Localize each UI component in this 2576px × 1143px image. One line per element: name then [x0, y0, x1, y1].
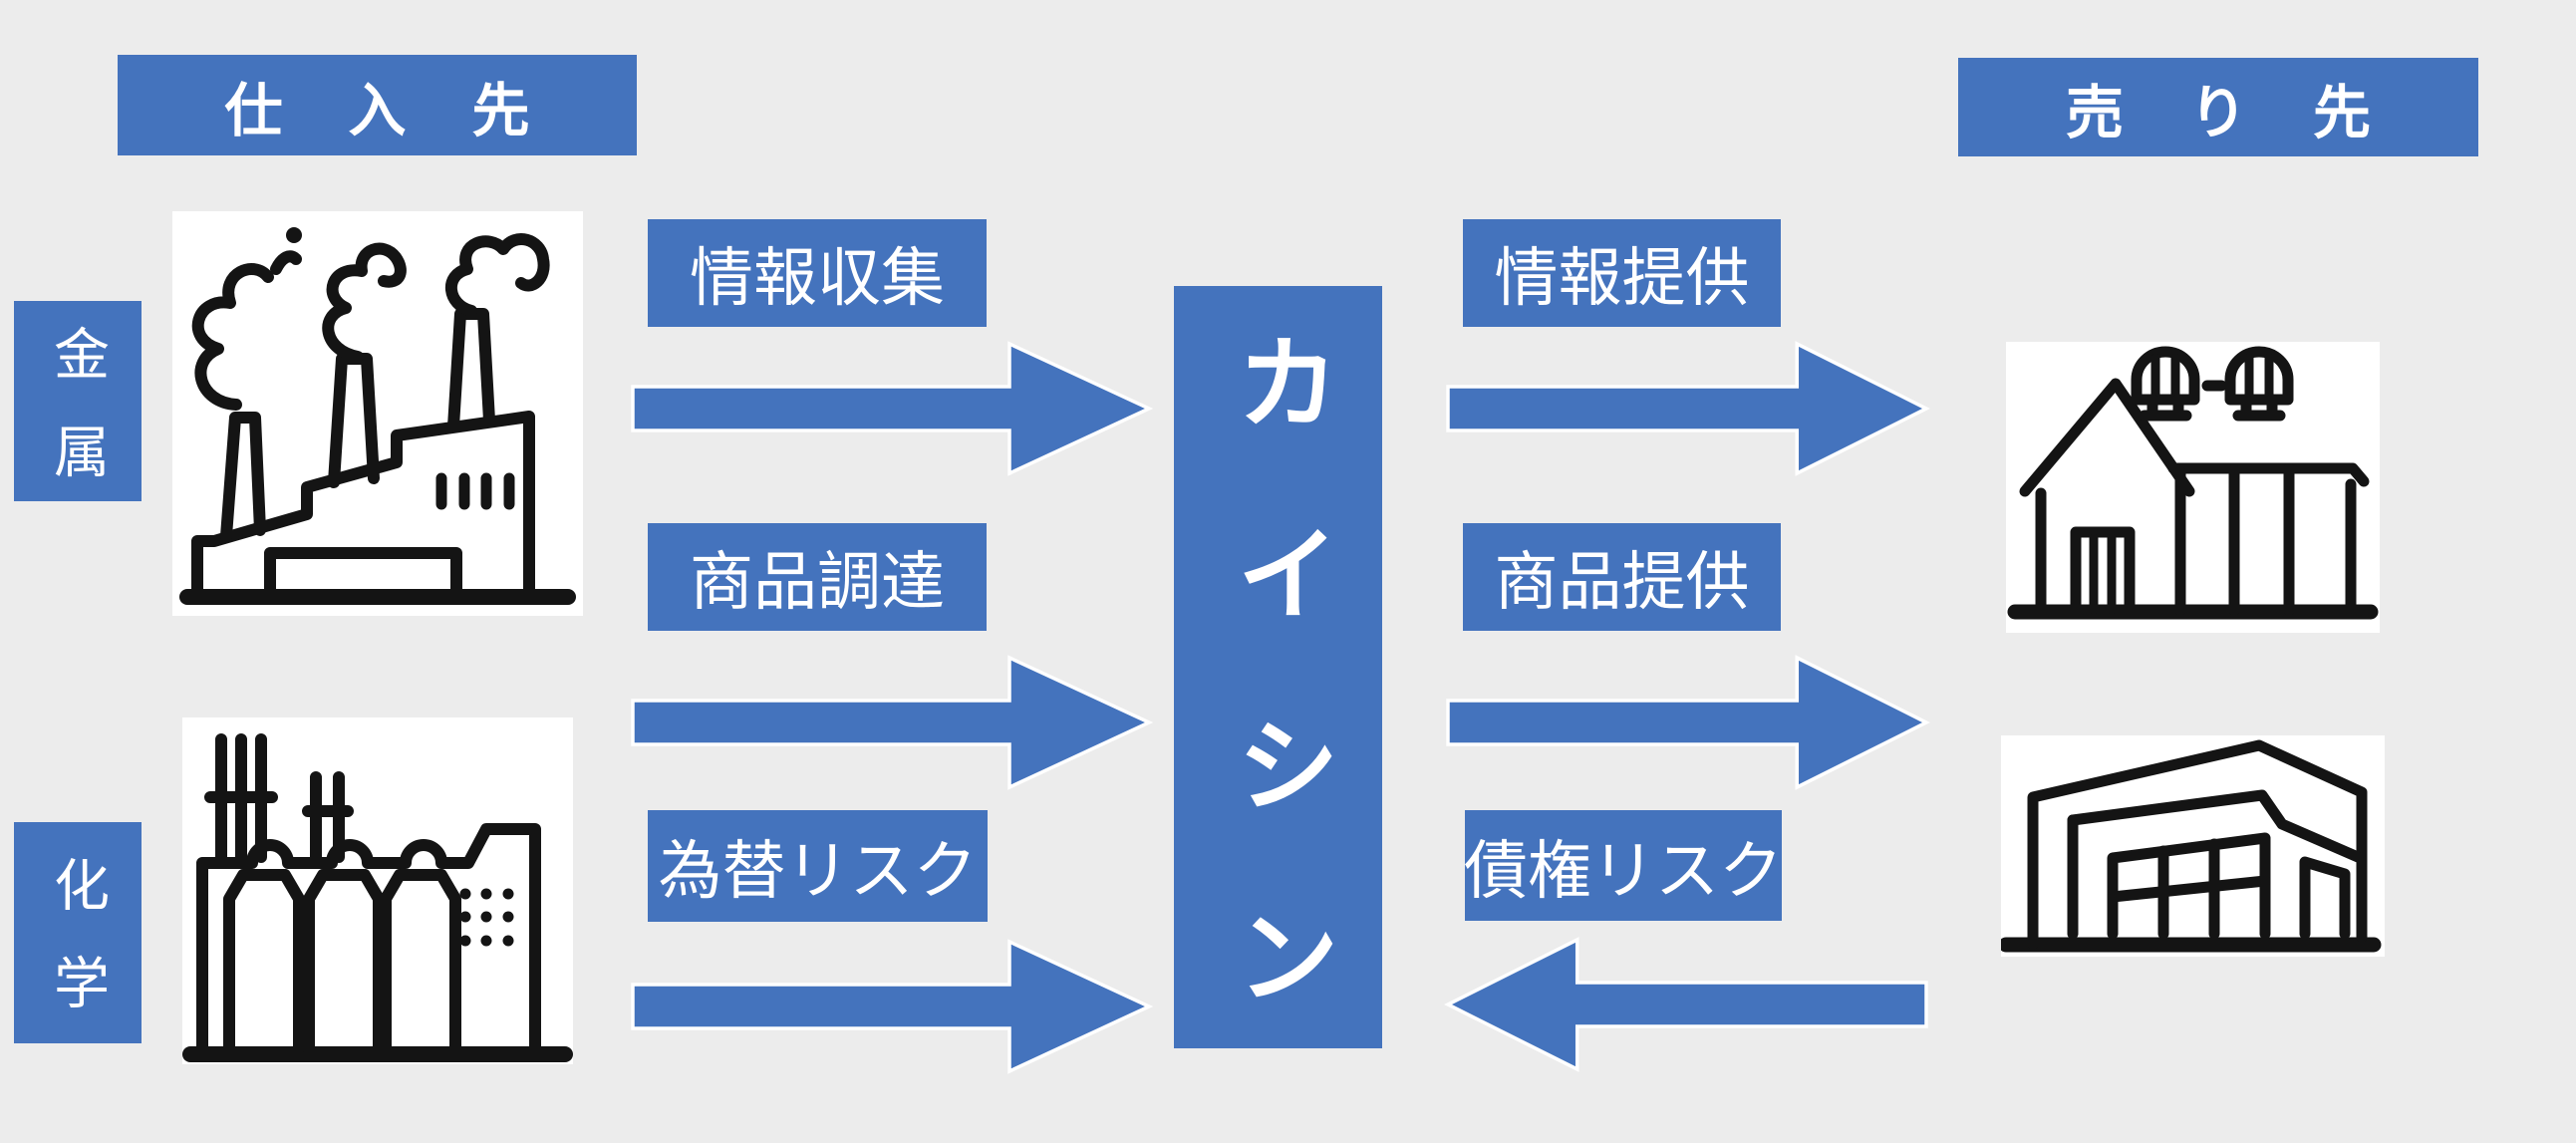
center-company-box: カイシン	[1174, 286, 1382, 1094]
label-receivable-risk-text: 債権リスク	[1464, 834, 1783, 907]
factory-icon	[172, 211, 583, 616]
label-product-procurement: 商品調達	[648, 523, 987, 631]
center-company-name: カイシン	[1220, 328, 1335, 1094]
suppliers-header: 仕入先	[118, 55, 637, 155]
label-product-provision-text: 商品提供	[1494, 546, 1750, 618]
building-icon	[2001, 735, 2385, 957]
smoke-dot	[286, 227, 302, 243]
window-dots	[459, 888, 514, 947]
category-chemical: 化学	[14, 822, 142, 1051]
arrow-exchange-risk	[633, 942, 1149, 1071]
customers-header: 売り先	[1958, 58, 2478, 156]
arrow-info-provision	[1448, 344, 1926, 473]
label-info-provision: 情報提供	[1463, 219, 1781, 327]
label-info-collection-text: 情報収集	[690, 242, 945, 314]
shop-roof-vents-icon	[2007, 346, 2379, 620]
chemical-tanks-icon	[182, 733, 573, 1062]
label-product-procurement-text: 商品調達	[690, 546, 945, 618]
commercial-building-icon	[2001, 739, 2382, 953]
shop-icon	[2006, 342, 2380, 633]
label-receivable-risk: 債権リスク	[1464, 810, 1783, 921]
customers-header-label: 売り先	[2065, 80, 2436, 145]
factory-smokestacks-icon	[179, 227, 576, 605]
label-info-provision-text: 情報提供	[1494, 242, 1750, 314]
label-product-provision: 商品提供	[1463, 523, 1781, 631]
label-exchange-risk-text: 為替リスク	[658, 835, 978, 907]
arrow-receivable-risk	[1448, 940, 1926, 1069]
category-chemical-label: 化学	[46, 856, 110, 1051]
label-exchange-risk: 為替リスク	[648, 810, 988, 922]
suppliers-header-label: 仕入先	[224, 78, 596, 143]
arrow-product-procurement	[633, 658, 1149, 787]
arrow-info-collection	[633, 344, 1149, 473]
label-info-collection: 情報収集	[648, 219, 987, 327]
category-metal-label: 金属	[46, 324, 110, 520]
category-metal: 金属	[14, 301, 142, 520]
arrow-product-provision	[1448, 658, 1926, 787]
chemical-plant-icon	[182, 717, 573, 1064]
